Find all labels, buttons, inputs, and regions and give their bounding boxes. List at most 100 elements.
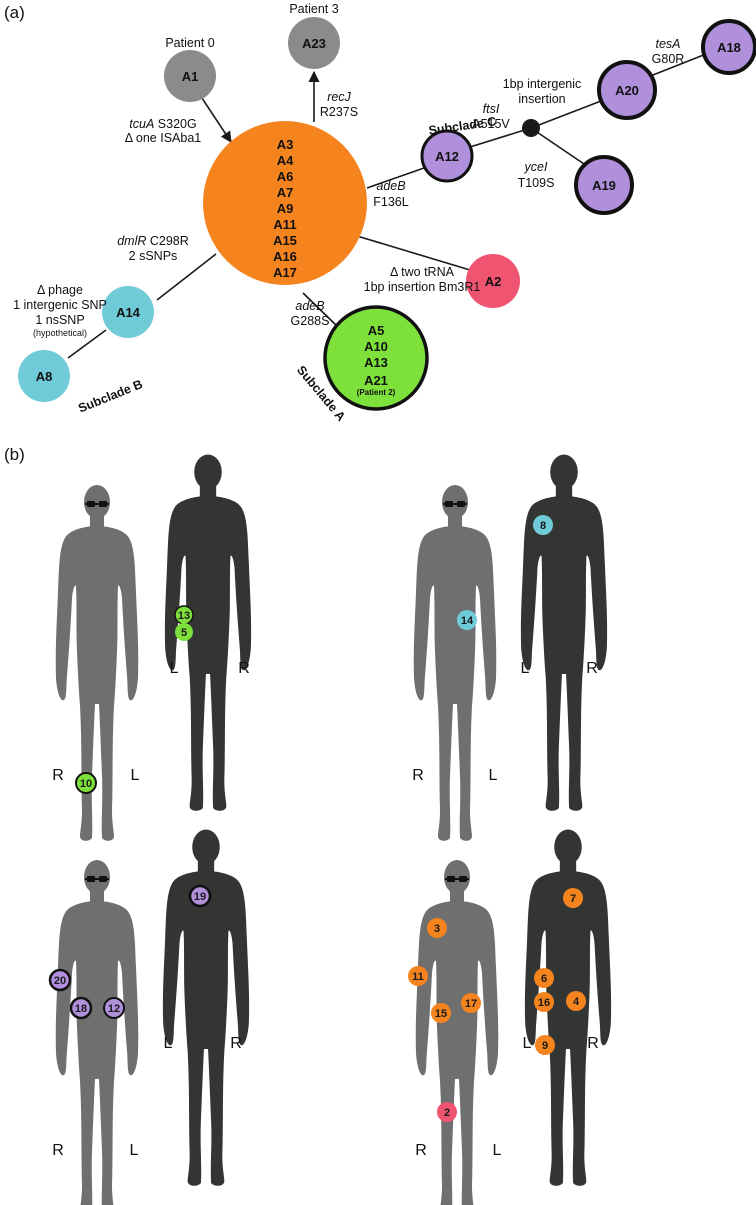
body-pair-3: R L L R bbox=[52, 829, 250, 1205]
side-l-4a: L bbox=[493, 1142, 502, 1159]
svg-text:12: 12 bbox=[108, 1003, 120, 1015]
junction-node bbox=[522, 119, 540, 137]
panel-a: (a) A1 Patient 0 A23 Patient 3 bbox=[4, 2, 756, 424]
subA-label-1: A10 bbox=[364, 339, 388, 354]
node-a20: A20 bbox=[597, 60, 657, 120]
ann-a1-line1: tcuA S320G bbox=[129, 117, 196, 131]
body-front-3 bbox=[55, 860, 139, 1205]
panel-a-label: (a) bbox=[4, 3, 25, 22]
side-l-3a: L bbox=[130, 1142, 139, 1159]
hub-label-5: A11 bbox=[273, 217, 296, 232]
marker-10: 10 bbox=[75, 772, 97, 794]
svg-text:16: 16 bbox=[538, 997, 550, 1009]
patient-0-caption: Patient 0 bbox=[165, 36, 214, 50]
svg-text:13: 13 bbox=[178, 610, 190, 622]
svg-text:18: 18 bbox=[75, 1003, 87, 1015]
node-a1-label: A1 bbox=[182, 69, 199, 84]
ann-a2-line2: 1bp insertion Bm3R1 bbox=[364, 280, 481, 294]
body-front-2 bbox=[413, 485, 497, 841]
svg-text:14: 14 bbox=[461, 615, 474, 627]
svg-text:4: 4 bbox=[573, 996, 580, 1008]
node-a2-label: A2 bbox=[485, 274, 502, 289]
node-a18-label: A18 bbox=[717, 40, 741, 55]
node-a20-label: A20 bbox=[615, 83, 639, 98]
marker-9: 9 bbox=[535, 1035, 555, 1055]
edge-junction-a19 bbox=[530, 127, 588, 167]
side-l-3b: L bbox=[164, 1035, 173, 1052]
ann-a12-gene: adeB bbox=[376, 179, 405, 193]
panel-b-label: (b) bbox=[4, 445, 25, 464]
svg-text:10: 10 bbox=[80, 778, 92, 790]
svg-text:3: 3 bbox=[434, 923, 440, 935]
svg-text:15: 15 bbox=[435, 1008, 447, 1020]
node-a23: A23 Patient 3 bbox=[288, 2, 340, 69]
marker-15: 15 bbox=[431, 1003, 451, 1023]
body-back-3 bbox=[162, 829, 250, 1186]
side-l-2b: L bbox=[521, 660, 530, 677]
ann-a20-line2: insertion bbox=[518, 92, 565, 106]
subA-patient-2: (Patient 2) bbox=[357, 388, 396, 397]
tree-edges bbox=[67, 53, 707, 359]
edge-hub-a14 bbox=[156, 253, 217, 301]
svg-text:6: 6 bbox=[541, 973, 547, 985]
ann-a23-mut: R237S bbox=[320, 105, 358, 119]
svg-text:5: 5 bbox=[181, 627, 187, 639]
side-r-4a: R bbox=[415, 1142, 427, 1159]
ann-a2-line1: Δ two tRNA bbox=[390, 265, 455, 279]
side-l-2a: L bbox=[489, 767, 498, 784]
ann-subA-mut: G288S bbox=[291, 314, 330, 328]
side-r-3b: R bbox=[230, 1035, 242, 1052]
node-a1: A1 Patient 0 bbox=[164, 36, 216, 102]
subA-label-3: A21 bbox=[364, 373, 388, 388]
marker-17: 17 bbox=[461, 993, 481, 1013]
side-r-2a: R bbox=[412, 767, 424, 784]
body-back-2 bbox=[520, 454, 608, 811]
hub-label-6: A15 bbox=[273, 233, 297, 248]
marker-6: 6 bbox=[534, 968, 554, 988]
marker-8: 8 bbox=[533, 515, 553, 535]
ann-a19-gene: yceI bbox=[524, 160, 548, 174]
body-pair-4: R L L R bbox=[415, 829, 612, 1205]
hub-label-2: A6 bbox=[277, 169, 294, 184]
edge-a14-a8 bbox=[67, 329, 107, 359]
subA-label-0: A5 bbox=[368, 323, 385, 338]
svg-text:20: 20 bbox=[54, 975, 66, 987]
hub-label-1: A4 bbox=[277, 153, 294, 168]
svg-text:17: 17 bbox=[465, 998, 477, 1010]
marker-13: 13 bbox=[174, 605, 194, 625]
ann-a8-line2: 1 intergenic SNP bbox=[13, 298, 107, 312]
svg-text:11: 11 bbox=[412, 971, 424, 983]
node-a19: A19 bbox=[574, 155, 634, 215]
ann-a18-gene: tesA bbox=[655, 37, 680, 51]
ann-a18-mut: G80R bbox=[652, 52, 685, 66]
marker-16: 16 bbox=[534, 992, 554, 1012]
marker-7: 7 bbox=[563, 888, 583, 908]
ann-a8-line3: 1 nsSNP bbox=[35, 313, 84, 327]
hub-label-4: A9 bbox=[277, 201, 294, 216]
body-pair-1: R L L R bbox=[52, 454, 252, 841]
hub-label-3: A7 bbox=[277, 185, 294, 200]
hub-label-0: A3 bbox=[277, 137, 294, 152]
patient-3-caption: Patient 3 bbox=[289, 2, 338, 16]
svg-text:9: 9 bbox=[542, 1040, 548, 1052]
node-a18: A18 bbox=[701, 19, 756, 75]
side-r-3a: R bbox=[52, 1142, 64, 1159]
side-r-1b: R bbox=[238, 660, 250, 677]
node-a8-label: A8 bbox=[36, 369, 53, 384]
node-a19-label: A19 bbox=[592, 178, 616, 193]
node-a12-label: A12 bbox=[435, 149, 459, 164]
svg-text:2: 2 bbox=[444, 1107, 450, 1119]
side-l-1b: L bbox=[170, 660, 179, 677]
node-hub: A3 A4 A6 A7 A9 A11 A15 A16 A17 bbox=[203, 121, 367, 285]
marker-5: 5 bbox=[175, 623, 193, 641]
subclade-b-label: Subclade B bbox=[76, 377, 144, 415]
marker-11: 11 bbox=[408, 966, 428, 986]
hub-label-8: A17 bbox=[273, 265, 297, 280]
node-a23-label: A23 bbox=[302, 36, 326, 51]
node-a8: A8 bbox=[18, 350, 70, 402]
marker-14: 14 bbox=[457, 610, 477, 630]
marker-19: 19 bbox=[188, 884, 212, 908]
side-r-2b: R bbox=[586, 660, 598, 677]
subA-label-2: A13 bbox=[364, 355, 388, 370]
